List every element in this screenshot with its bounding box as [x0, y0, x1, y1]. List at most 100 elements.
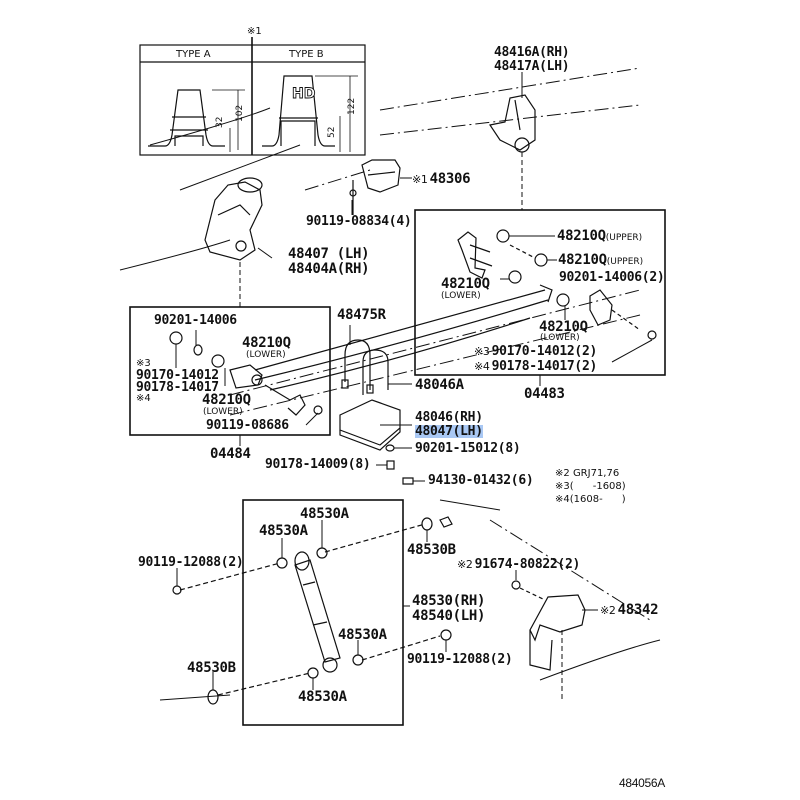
part-48047-highlighted[interactable]: 48047(LH)	[415, 424, 483, 439]
part-48417A[interactable]: 48417A(LH)	[494, 59, 570, 74]
part-48530B-left[interactable]: 48530B	[187, 660, 236, 676]
note-text: (1608- )	[569, 494, 626, 505]
part-90178-14017[interactable]: 90178-14017	[136, 380, 219, 395]
callout-48210Q-upper-1[interactable]: 48210Q(UPPER)	[557, 229, 642, 243]
part-90119-12088-right[interactable]: 90119-12088(2)	[407, 652, 513, 667]
part-90170-14012[interactable]: 90170-14012	[136, 368, 219, 383]
callout-shackle[interactable]: 48416A(RH) 48417A(LH)	[494, 45, 570, 74]
cushion-48530A-3	[307, 667, 319, 679]
note-mark-3: ※3	[136, 358, 151, 369]
bolt-90119-12088-left	[172, 585, 182, 595]
group-box-04484	[129, 306, 331, 436]
bushing-upper-1	[496, 229, 510, 243]
leaf-spring	[254, 284, 553, 391]
part-48530A-left[interactable]: 48530A	[259, 523, 308, 539]
part-48407[interactable]: 48407 (LH)	[288, 246, 370, 262]
bushing-lower-left	[169, 331, 183, 345]
note-2: ※2 GRJ71,76	[555, 468, 619, 480]
type-b-dim-small: 52	[327, 127, 337, 138]
part-qualifier-upper: (UPPER)	[605, 233, 643, 243]
nut-94130	[402, 477, 414, 485]
group-04483[interactable]: 04483	[524, 386, 565, 402]
part-qualifier-lower: (LOWER)	[246, 350, 286, 360]
shock-absorber	[294, 551, 341, 673]
part-90178-14009[interactable]: 90178-14009(8)	[265, 457, 371, 472]
spring-seat-plate	[339, 399, 401, 451]
part-90201-14006[interactable]: 90201-14006	[154, 313, 237, 328]
washer-48530B-top	[421, 517, 433, 531]
part-90119-08834[interactable]: 90119-08834(4)	[306, 214, 412, 229]
bushing-lower-2	[556, 293, 570, 307]
part-90201-14006-2[interactable]: 90201-14006(2)	[559, 270, 665, 285]
shackle-bolt	[264, 384, 306, 416]
part-48210Q-lower-l2[interactable]: 48210Q	[202, 392, 251, 408]
hd-badge: HD	[292, 86, 315, 102]
spring-pin	[229, 364, 263, 389]
note-mark-4: ※4	[136, 393, 151, 404]
part-90170-14012-2[interactable]: 90170-14012(2)	[491, 344, 598, 359]
type-a-dim-small: 32	[215, 117, 225, 128]
note-text: GRJ71,76	[572, 468, 620, 479]
group-04484[interactable]: 04484	[210, 446, 251, 462]
bumper-type-b	[262, 75, 358, 152]
part-48416A[interactable]: 48416A(RH)	[494, 45, 570, 60]
part-90119-12088-left[interactable]: 90119-12088(2)	[138, 555, 244, 570]
part-48530B-right[interactable]: 48530B	[407, 542, 456, 558]
part-48530A-mid[interactable]: 48530A	[338, 627, 387, 643]
note-mark: ※2	[600, 604, 616, 617]
callout-front-hanger[interactable]: 48407 (LH) 48404A(RH)	[288, 246, 370, 277]
part-48210Q[interactable]: 48210Q	[557, 228, 606, 244]
part-48046A[interactable]: 48046A	[415, 377, 464, 393]
part-94130-01432[interactable]: 94130-01432(6)	[428, 473, 534, 488]
note-mark: ※2	[457, 558, 473, 571]
part-48306[interactable]: 48306	[429, 171, 471, 187]
part-qualifier-lower: (LOWER)	[203, 407, 243, 417]
spring-front-hanger	[204, 177, 263, 261]
callout-shock-absorber[interactable]: 48530(RH) 48540(LH)	[412, 594, 485, 623]
type-comparison-table	[139, 37, 366, 156]
note-4: ※4(1608- )	[555, 494, 626, 506]
bushing-lower-1	[508, 270, 522, 284]
part-48210Q[interactable]: 48210Q	[558, 252, 607, 268]
type-b-label: TYPE B	[289, 49, 324, 60]
part-48210Q-lower-l1[interactable]: 48210Q	[242, 335, 291, 351]
part-48530[interactable]: 48530(RH)	[412, 593, 486, 609]
part-90201-15012[interactable]: 90201-15012(8)	[415, 441, 521, 456]
part-48540[interactable]: 48540(LH)	[412, 608, 486, 624]
part-48210Q-lower-r1[interactable]: 48210Q	[441, 276, 490, 292]
callout-spring-seat[interactable]: 48046(RH) 48047(LH)	[415, 411, 483, 438]
bushing-upper-2	[534, 253, 548, 267]
part-48530A-top[interactable]: 48530A	[300, 506, 349, 522]
note-mark: ※3	[474, 345, 490, 358]
bumper-type-a	[148, 89, 245, 152]
cushion-48530A-4	[352, 654, 364, 666]
note-mark: ※1	[412, 173, 428, 186]
frame-rail-lines	[119, 67, 661, 701]
type-a-label: TYPE A	[176, 49, 211, 60]
part-48404A[interactable]: 48404A(RH)	[288, 261, 370, 277]
part-48210Q-lower-r2[interactable]: 48210Q	[539, 319, 588, 335]
part-48475R[interactable]: 48475R	[337, 307, 386, 323]
part-48342[interactable]: 48342	[617, 602, 659, 618]
part-90178-14017-2[interactable]: 90178-14017(2)	[491, 359, 598, 374]
note-text: ( -1608)	[569, 481, 626, 492]
part-91674-80822[interactable]: 91674-80822(2)	[474, 557, 581, 572]
part-48046[interactable]: 48046(RH)	[415, 410, 483, 425]
nut-90119-12088-right	[440, 629, 452, 641]
part-qualifier-upper: (UPPER)	[606, 257, 644, 267]
part-90119-08686[interactable]: 90119-08686	[206, 418, 289, 433]
note-mark: ※4	[474, 360, 490, 373]
shackle-plate	[589, 289, 613, 326]
part-48530A-bottom[interactable]: 48530A	[298, 689, 347, 705]
callout-48210Q-upper-2[interactable]: 48210Q(UPPER)	[558, 253, 643, 267]
type-a-dim-large: 102	[235, 105, 245, 122]
nut-90178-14009	[386, 460, 395, 470]
nut-90201-15012	[385, 444, 395, 452]
